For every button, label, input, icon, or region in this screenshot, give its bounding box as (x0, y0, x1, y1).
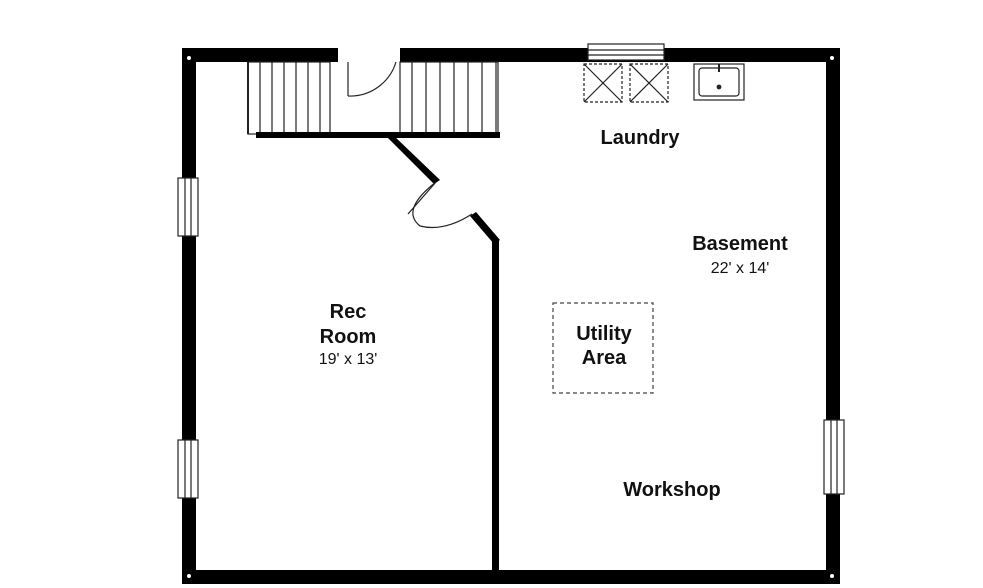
basement-dimensions: 22' x 14' (711, 260, 770, 277)
basement-label: Basement (692, 233, 788, 255)
window-left-lower (177, 439, 199, 499)
utility-area-outline (552, 302, 654, 394)
wall-right (826, 48, 840, 584)
wall-diagonal-upper (386, 134, 440, 184)
rec-room-label-line1: Rec (330, 301, 367, 323)
window-left-upper (177, 177, 199, 237)
utility-label-line1: Utility (576, 323, 632, 345)
laundry-sink (693, 63, 745, 101)
dryer (629, 63, 669, 103)
rec-room-dimensions: 19' x 13' (319, 351, 378, 368)
washer (583, 63, 623, 103)
interior-walls (256, 132, 500, 578)
outer-walls (182, 48, 840, 584)
wall-left (182, 48, 196, 584)
wall-bottom (182, 570, 840, 584)
wall-top-left (182, 48, 338, 62)
washer-dryer (583, 63, 669, 103)
door-top (347, 61, 397, 97)
stairs-right (399, 61, 499, 135)
window-top (587, 43, 665, 61)
stairs-left (247, 61, 331, 135)
window-right (823, 419, 845, 495)
laundry-label: Laundry (601, 127, 681, 149)
door-interior (407, 181, 473, 229)
wall-diagonal-lower (470, 212, 500, 244)
workshop-label: Workshop (623, 479, 720, 501)
wall-stair-bottom (256, 132, 500, 138)
utility-label-line2: Area (582, 347, 627, 369)
rec-room-label-line2: Room (320, 326, 377, 348)
wall-vertical (492, 240, 499, 578)
